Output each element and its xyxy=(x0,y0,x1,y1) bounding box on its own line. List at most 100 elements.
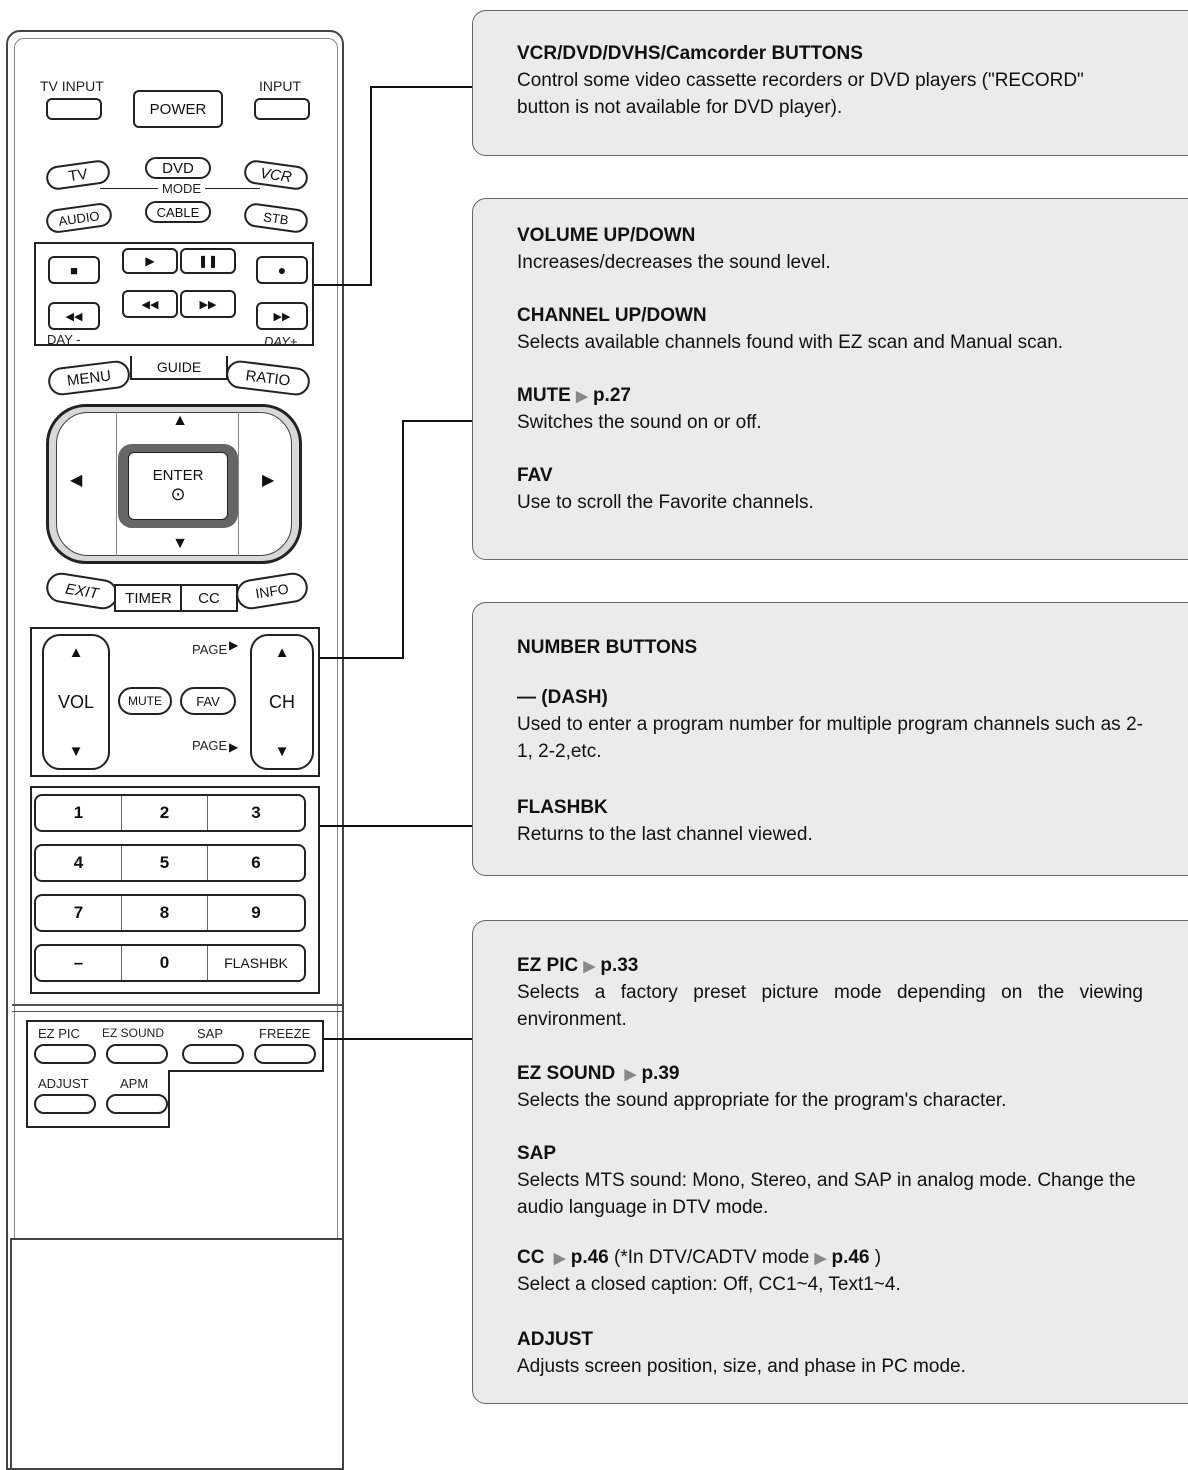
vol-rocker[interactable]: ▲ VOL ▼ xyxy=(42,634,110,770)
mode-tv-label: TV xyxy=(67,165,89,185)
right-arrow-icon[interactable]: ▶ xyxy=(262,472,275,489)
vol-down-icon[interactable]: ▼ xyxy=(68,743,84,760)
number-4-button[interactable]: 4 xyxy=(36,846,122,880)
stop-icon: ■ xyxy=(70,262,78,278)
number-1-button[interactable]: 1 xyxy=(36,796,122,830)
ez-pic-button[interactable] xyxy=(34,1044,96,1064)
input-button[interactable] xyxy=(254,98,310,120)
adjust-button[interactable] xyxy=(34,1094,96,1114)
ch-down-icon[interactable]: ▼ xyxy=(274,743,290,760)
apm-button[interactable] xyxy=(106,1094,168,1114)
cc-label: CC xyxy=(198,589,220,607)
enter-button[interactable]: ENTER ⊙ xyxy=(128,452,228,520)
mode-cable-button[interactable]: CABLE xyxy=(145,201,211,223)
ratio-label: RATIO xyxy=(244,366,292,390)
fav-button[interactable]: FAV xyxy=(180,687,236,715)
left-arrow-icon[interactable]: ◀ xyxy=(70,472,83,489)
remote-cover xyxy=(10,1238,344,1468)
vcr-title: VCR/DVD/DVHS/Camcorder BUTTONS xyxy=(517,43,863,64)
enter-dot-icon: ⊙ xyxy=(170,484,186,504)
ch-up-icon[interactable]: ▲ xyxy=(274,644,290,661)
channel-title: CHANNEL UP/DOWN xyxy=(517,305,707,326)
connector-vol-h2 xyxy=(402,420,472,422)
number-8-button[interactable]: 8 xyxy=(122,896,208,930)
record-icon: ● xyxy=(277,262,287,278)
play-button[interactable]: ▶ xyxy=(122,248,178,274)
ch-rocker[interactable]: ▲ CH ▼ xyxy=(250,634,314,770)
tv-input-label: TV INPUT xyxy=(40,78,104,94)
vcr-card: VCR/DVD/DVHS/Camcorder BUTTONS Control s… xyxy=(472,10,1188,156)
sap-label: SAP xyxy=(197,1026,224,1041)
number-title: NUMBER BUTTONS xyxy=(517,637,698,658)
ezpic-title: EZ PIC xyxy=(517,955,579,976)
skip-forward-button[interactable]: ▶▶ xyxy=(256,302,308,330)
page-down-label: PAGE xyxy=(192,738,228,753)
ez-pic-label: EZ PIC xyxy=(38,1026,80,1041)
rewind-button[interactable]: ◀◀ xyxy=(122,290,178,318)
tv-input-button[interactable] xyxy=(46,98,102,120)
timer-button[interactable]: TIMER xyxy=(114,584,182,612)
cc-button[interactable]: CC xyxy=(180,584,238,612)
stop-button[interactable]: ■ xyxy=(48,256,100,284)
mode-stb-label: STB xyxy=(262,208,290,228)
number-5-button[interactable]: 5 xyxy=(122,846,208,880)
connector-vcr-h2 xyxy=(370,86,472,88)
adjust-label: ADJUST xyxy=(38,1076,89,1091)
flashbk-title: FLASHBK xyxy=(517,797,608,818)
number-pad-group xyxy=(30,786,320,994)
number-2-button[interactable]: 2 xyxy=(122,796,208,830)
volume-card: VOLUME UP/DOWN Increases/decreases the s… xyxy=(472,198,1188,560)
ezsound-heading: EZ SOUND ▶ p.39 xyxy=(517,1063,679,1085)
mute-desc: Switches the sound on or off. xyxy=(517,412,762,433)
up-arrow-icon[interactable]: ▲ xyxy=(172,412,188,429)
skip-back-icon: ◀◀ xyxy=(65,310,83,323)
skip-back-button[interactable]: ◀◀ xyxy=(48,302,100,330)
mode-dvd-label: DVD xyxy=(162,159,194,177)
mode-label: MODE xyxy=(158,181,205,196)
record-button[interactable]: ● xyxy=(256,256,308,284)
cc-page2: p.46 xyxy=(831,1247,870,1268)
flashbk-button[interactable]: FLASHBK xyxy=(224,955,288,971)
ezsound-page: p.39 xyxy=(641,1063,680,1084)
dash-button[interactable]: – xyxy=(36,946,122,980)
power-button[interactable]: POWER xyxy=(133,90,223,128)
enter-label: ENTER xyxy=(152,467,204,484)
page-up-icon: ▶ xyxy=(229,638,239,652)
number-7-button[interactable]: 7 xyxy=(36,896,122,930)
guide-button[interactable]: GUIDE xyxy=(130,356,228,380)
cc-ref2-icon: ▶ xyxy=(814,1250,827,1267)
dpad-divider-right xyxy=(238,412,239,556)
dash-desc: Used to enter a program number for multi… xyxy=(517,714,1143,762)
cc-desc: Select a closed caption: Off, CC1~4, Tex… xyxy=(517,1274,901,1295)
page-down-icon: ▶ xyxy=(229,740,239,754)
fav-title: FAV xyxy=(517,465,553,486)
mode-dvd-button[interactable]: DVD xyxy=(145,157,211,179)
mute-button[interactable]: MUTE xyxy=(118,687,172,715)
ezsound-title: EZ SOUND xyxy=(517,1063,616,1084)
cc-heading: CC ▶ p.46 (*In DTV/CADTV mode ▶ p.46 ) xyxy=(517,1247,881,1269)
ezsound-desc: Selects the sound appropriate for the pr… xyxy=(517,1090,1007,1111)
freeze-button[interactable] xyxy=(254,1044,316,1064)
exit-label: EXIT xyxy=(64,579,100,603)
play-icon: ▶ xyxy=(145,254,155,268)
ezpic-heading: EZ PIC ▶ p.33 xyxy=(517,955,638,977)
number-row-2: 4 5 6 xyxy=(34,844,306,882)
freeze-label: FREEZE xyxy=(259,1026,311,1041)
number-6-button[interactable]: 6 xyxy=(251,853,261,872)
ez-sound-button[interactable] xyxy=(106,1044,168,1064)
number-3-button[interactable]: 3 xyxy=(251,803,261,822)
ezpic-ref-icon: ▶ xyxy=(583,958,596,975)
number-0-button[interactable]: 0 xyxy=(122,946,208,980)
sap-button[interactable] xyxy=(182,1044,244,1064)
number-9-button[interactable]: 9 xyxy=(251,903,261,922)
ezpic-desc: Selects a factory preset picture mode de… xyxy=(517,982,1143,1030)
pause-button[interactable]: ❚❚ xyxy=(180,248,236,274)
fast-forward-button[interactable]: ▶▶ xyxy=(180,290,236,318)
sap-title: SAP xyxy=(517,1143,557,1164)
down-arrow-icon[interactable]: ▼ xyxy=(172,535,188,552)
ez-group-lower xyxy=(26,1070,170,1128)
ezpic-page: p.33 xyxy=(600,955,639,976)
fav-label: FAV xyxy=(196,693,220,709)
vol-up-icon[interactable]: ▲ xyxy=(68,644,84,661)
volume-title: VOLUME UP/DOWN xyxy=(517,225,696,246)
